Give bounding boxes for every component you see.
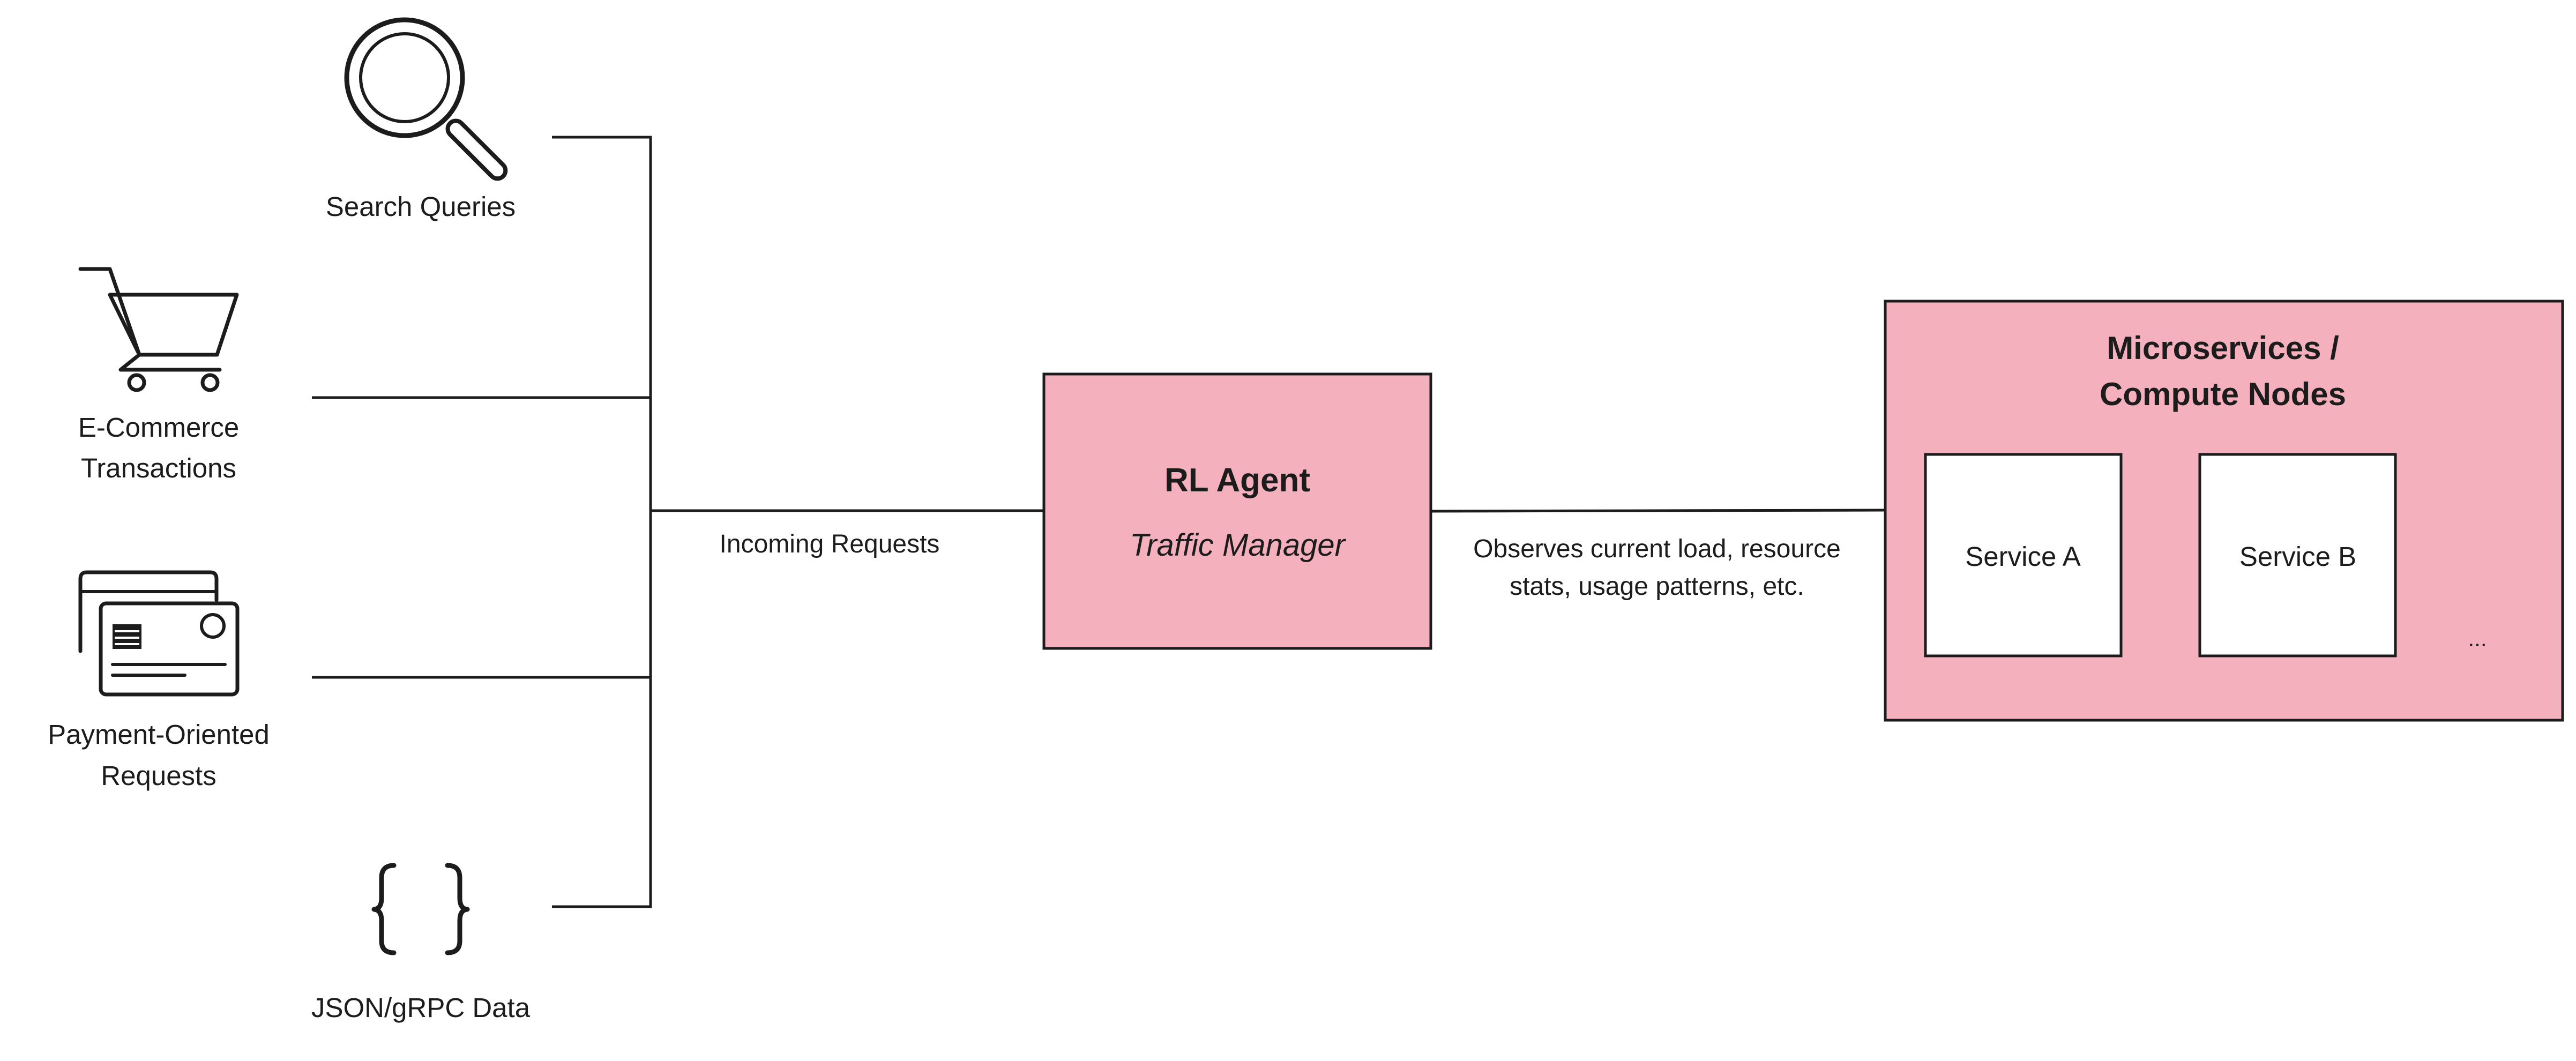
rl-agent-subtitle: Traffic Manager <box>1130 528 1347 563</box>
rl-agent-title: RL Agent <box>1164 462 1310 499</box>
observes-label-line-1: Observes current load, resource <box>1473 535 1841 563</box>
rl-agent-box <box>1042 372 1432 650</box>
ecommerce-label-line-2: Transactions <box>81 453 236 483</box>
service-b-box <box>2198 453 2397 657</box>
more-services-ellipsis: ... <box>2468 626 2487 651</box>
ecommerce-label-line-1: E-Commerce <box>78 412 239 443</box>
magnifier-icon <box>344 17 508 181</box>
service-a-box <box>1924 453 2123 657</box>
input-connectors <box>312 136 1044 908</box>
curly-braces-icon <box>371 863 470 955</box>
search-queries-label: Search Queries <box>326 191 516 222</box>
payment-label-line-1: Payment-Oriented <box>48 719 270 750</box>
cluster-title-line-2: Compute Nodes <box>2100 376 2346 412</box>
json-grpc-label: JSON/gRPC Data <box>311 992 531 1023</box>
credit-cards-icon <box>78 570 240 697</box>
shopping-cart-icon <box>78 267 239 392</box>
observes-label-line-2: stats, usage patterns, etc. <box>1510 572 1804 601</box>
service-a-label: Service A <box>1965 541 2080 572</box>
payment-label-line-2: Requests <box>101 760 216 791</box>
observation-connector <box>1430 509 1886 513</box>
incoming-requests-label: Incoming Requests <box>720 530 940 558</box>
cluster-title-line-1: Microservices / <box>2107 330 2339 366</box>
service-b-label: Service B <box>2239 541 2356 572</box>
